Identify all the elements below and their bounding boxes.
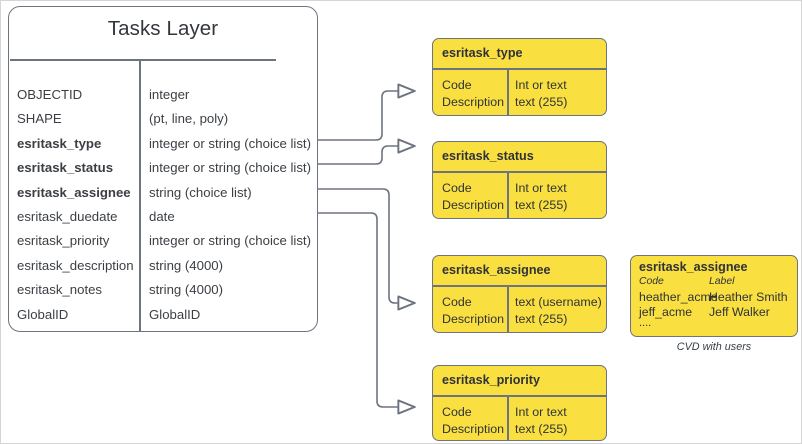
field-name: esritask_description <box>17 257 134 273</box>
domain-box-cell: Int or text <box>515 78 567 92</box>
field-name: esritask_duedate <box>17 208 118 224</box>
table-row: esritask_priority integer or string (cho… <box>9 233 317 257</box>
domain-box-title: esritask_assignee <box>442 263 551 277</box>
cvd-box-caption: CVD with users <box>676 341 752 353</box>
field-name: esritask_priority <box>17 233 110 249</box>
table-column-divider <box>139 61 141 331</box>
domain-box-cell: Code <box>442 181 472 195</box>
field-name: esritask_notes <box>17 282 103 298</box>
table-row: esritask_description string (4000) <box>9 258 317 282</box>
cvd-row-label: Heather Smith <box>709 290 788 304</box>
domain-box-left-column: Code Description <box>442 404 504 437</box>
domain-box-cell: text (255) <box>515 421 568 436</box>
cvd-column-header-code: Code <box>639 276 664 287</box>
domain-box-cell: Description <box>442 421 504 436</box>
field-type: string (4000) <box>149 257 224 273</box>
field-name: esritask_assignee <box>17 184 131 200</box>
domain-box-left-column: Code Description <box>442 294 504 327</box>
cvd-assignee-values-box: esritask_assignee Code Label heather_acm… <box>630 255 798 337</box>
page-title: Tasks Layer <box>107 17 219 40</box>
cvd-box-title: esritask_assignee <box>639 260 748 274</box>
domain-box-title-divider <box>433 395 606 397</box>
table-row: GlobalID GlobalID <box>9 307 317 331</box>
domain-box-cell: Description <box>442 197 504 212</box>
field-type: GlobalID <box>149 306 201 322</box>
domain-box-esritask-priority: esritask_priority Code Description Int o… <box>432 365 607 441</box>
domain-box-esritask-status: esritask_status Code Description Int or … <box>432 141 607 219</box>
domain-box-cell: Description <box>442 311 504 326</box>
domain-box-cell: text (255) <box>515 311 568 326</box>
domain-box-cell: text (username) <box>515 295 602 309</box>
domain-box-title: esritask_type <box>442 46 523 60</box>
cvd-row-code: jeff_acme <box>639 305 693 319</box>
field-type: date <box>149 208 175 224</box>
table-header-divider <box>10 59 276 61</box>
cvd-row-label: Jeff Walker <box>709 305 770 319</box>
domain-box-column-divider <box>507 285 509 332</box>
field-type: integer <box>149 87 190 102</box>
table-row: esritask_notes string (4000) <box>9 282 317 306</box>
domain-box-right-column: Int or text text (255) <box>515 77 567 110</box>
domain-box-cell: Int or text <box>515 405 567 419</box>
field-row-list: OBJECTID integer SHAPE (pt, line, poly) … <box>9 87 317 331</box>
domain-box-title: esritask_priority <box>442 373 541 387</box>
field-type: string (4000) <box>149 282 224 298</box>
connector-type <box>317 83 416 141</box>
domain-box-right-column: text (username) text (255) <box>515 294 602 327</box>
domain-box-esritask-assignee: esritask_assignee Code Description text … <box>432 255 607 333</box>
domain-box-cell: Description <box>442 94 504 109</box>
domain-box-title-divider <box>433 285 606 287</box>
field-type: (pt, line, poly) <box>149 111 229 127</box>
domain-box-title: esritask_status <box>442 149 534 163</box>
cvd-column-header-label: Label <box>709 276 735 287</box>
connector-assignee <box>317 188 416 311</box>
domain-box-right-column: Int or text text (255) <box>515 180 567 213</box>
connector-status <box>317 138 416 165</box>
domain-box-left-column: Code Description <box>442 180 504 213</box>
domain-box-title-divider <box>433 68 606 70</box>
domain-box-right-column: Int or text text (255) <box>515 404 567 437</box>
domain-box-cell: Code <box>442 295 472 309</box>
domain-box-cell: Code <box>442 78 472 92</box>
domain-box-column-divider <box>507 171 509 218</box>
field-type: integer or string (choice list) <box>149 233 311 249</box>
domain-box-column-divider <box>507 395 509 440</box>
domain-box-column-divider <box>507 68 509 115</box>
domain-box-cell: text (255) <box>515 197 568 212</box>
domain-box-cell: text (255) <box>515 94 568 109</box>
field-name: SHAPE <box>17 111 62 127</box>
field-type: integer or string (choice list) <box>149 135 311 151</box>
table-row: OBJECTID integer <box>9 87 317 111</box>
table-row: esritask_status integer or string (choic… <box>9 160 317 184</box>
connector-priority <box>317 212 416 415</box>
field-name: esritask_status <box>17 160 114 176</box>
field-name: GlobalID <box>17 306 69 322</box>
field-name: OBJECTID <box>17 87 83 102</box>
domain-box-cell: Int or text <box>515 181 567 195</box>
domain-box-left-column: Code Description <box>442 77 504 110</box>
tasks-layer-table: Tasks Layer OBJECTID integer SHAPE (pt, … <box>8 6 318 332</box>
table-row: SHAPE (pt, line, poly) <box>9 111 317 135</box>
cvd-row-ellipsis: .... <box>639 317 652 329</box>
field-name: esritask_type <box>17 135 102 151</box>
domain-box-cell: Code <box>442 405 472 419</box>
domain-box-title-divider <box>433 171 606 173</box>
table-row: esritask_assignee string (choice list) <box>9 185 317 209</box>
table-row: esritask_type integer or string (choice … <box>9 136 317 160</box>
field-type: string (choice list) <box>149 184 252 200</box>
field-type: integer or string (choice list) <box>149 160 311 176</box>
cvd-row-code: heather_acme <box>639 290 718 304</box>
table-row: esritask_duedate date <box>9 209 317 233</box>
domain-box-esritask-type: esritask_type Code Description Int or te… <box>432 38 607 116</box>
